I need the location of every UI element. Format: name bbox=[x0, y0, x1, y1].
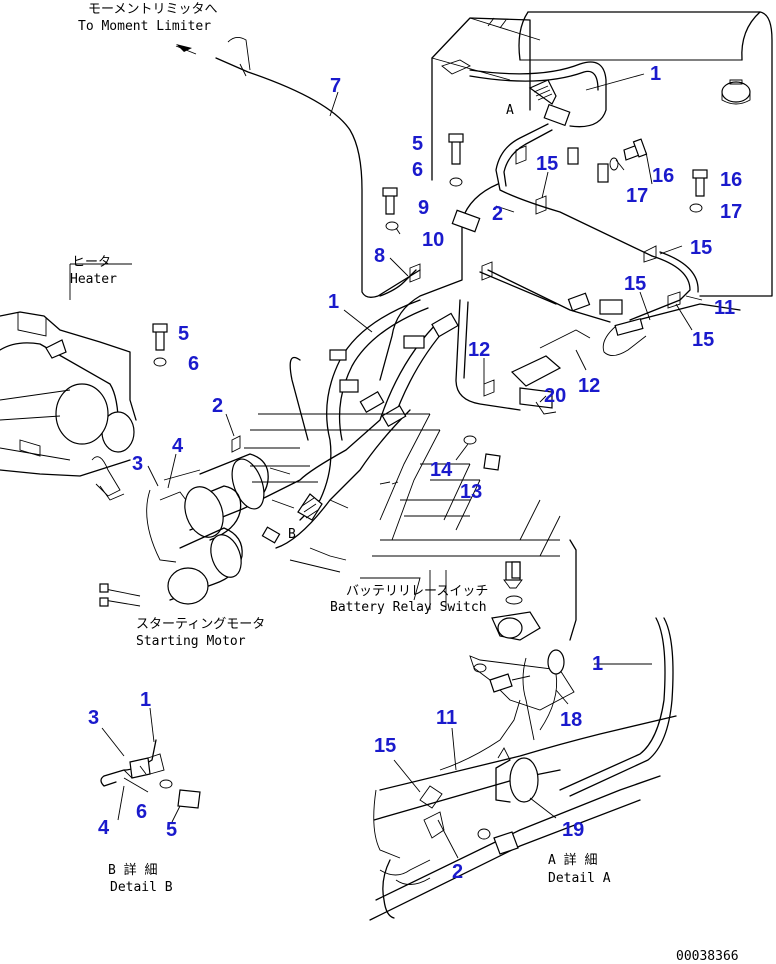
heater-label-en: Heater bbox=[70, 272, 117, 287]
battery-relay-label-jp: バッテリリレースイッチ bbox=[346, 584, 488, 599]
callout-7: 7 bbox=[330, 75, 341, 97]
moment-limiter-label-jp: モーメントリミッタへ bbox=[88, 2, 217, 17]
detail-a-label-jp: A 詳 細 bbox=[548, 852, 597, 868]
detail-b-label-en: Detail B bbox=[110, 880, 173, 895]
detail-a-drawing bbox=[369, 617, 677, 921]
callout-1: 1 bbox=[140, 689, 151, 711]
view-label-a: A bbox=[506, 103, 514, 118]
hardware-bolts-washers bbox=[152, 133, 708, 579]
callout-8: 8 bbox=[374, 245, 385, 267]
callout-12: 12 bbox=[578, 375, 600, 397]
callout-14: 14 bbox=[430, 459, 453, 481]
heater bbox=[0, 311, 137, 501]
callout-1: 1 bbox=[592, 653, 603, 675]
callout-2: 2 bbox=[492, 203, 503, 225]
leader-lines bbox=[69, 45, 703, 859]
battery-relay-label-en: Battery Relay Switch bbox=[330, 600, 487, 615]
callout-5: 5 bbox=[166, 819, 177, 841]
drawing-number: 00038366 bbox=[676, 949, 739, 964]
heater-label-jp: ヒータ bbox=[72, 255, 111, 270]
callout-15: 15 bbox=[624, 273, 646, 295]
callout-3: 3 bbox=[132, 453, 143, 475]
callout-16: 16 bbox=[652, 165, 674, 187]
callout-6: 6 bbox=[188, 353, 199, 375]
callout-2: 2 bbox=[452, 861, 463, 883]
starting-motor-label-en: Starting Motor bbox=[136, 634, 246, 649]
callout-17: 17 bbox=[626, 185, 648, 207]
callout-15: 15 bbox=[536, 153, 558, 175]
view-label-b: B bbox=[288, 527, 296, 542]
callout-12: 12 bbox=[468, 339, 490, 361]
callout-15: 15 bbox=[690, 237, 712, 259]
callout-2: 2 bbox=[212, 395, 223, 417]
callout-4: 4 bbox=[172, 435, 184, 457]
main-harness bbox=[215, 37, 741, 549]
callout-1: 1 bbox=[650, 63, 661, 85]
detail-b-drawing bbox=[100, 739, 201, 809]
callout-4: 4 bbox=[98, 817, 110, 839]
callout-15: 15 bbox=[692, 329, 714, 351]
view-arrow-a: A bbox=[506, 79, 557, 118]
fuel-tank bbox=[431, 11, 773, 297]
starting-motor bbox=[99, 453, 269, 607]
callout-18: 18 bbox=[560, 709, 582, 731]
callout-1: 1 bbox=[328, 291, 339, 313]
callout-5: 5 bbox=[412, 133, 423, 155]
battery-relay-switch bbox=[469, 539, 577, 741]
callout-17: 17 bbox=[720, 201, 742, 223]
callout-13: 13 bbox=[460, 481, 482, 503]
callout-11: 11 bbox=[714, 297, 735, 319]
moment-limiter-arrow bbox=[176, 44, 192, 52]
callout-16: 16 bbox=[720, 169, 742, 191]
view-arrow-b: B bbox=[288, 493, 323, 542]
callout-5: 5 bbox=[178, 323, 189, 345]
callout-15: 15 bbox=[374, 735, 396, 757]
floor-hatching bbox=[244, 413, 561, 610]
callout-20: 20 bbox=[544, 385, 566, 407]
callout-10: 10 bbox=[422, 229, 444, 251]
callout-3: 3 bbox=[88, 707, 99, 729]
moment-limiter-label-en: To Moment Limiter bbox=[78, 19, 211, 34]
callout-9: 9 bbox=[418, 197, 429, 219]
callout-6: 6 bbox=[136, 801, 147, 823]
detail-a-label-en: Detail A bbox=[548, 871, 611, 886]
starting-motor-label-jp: スターティングモータ bbox=[136, 617, 265, 632]
callout-11: 11 bbox=[436, 707, 457, 729]
callout-19: 19 bbox=[562, 819, 584, 841]
callout-6: 6 bbox=[412, 159, 423, 181]
callout-numbers: 1 7 5 15 16 16 6 17 17 2 9 10 15 8 15 11… bbox=[88, 63, 742, 883]
detail-b-label-jp: B 詳 細 bbox=[108, 862, 157, 878]
